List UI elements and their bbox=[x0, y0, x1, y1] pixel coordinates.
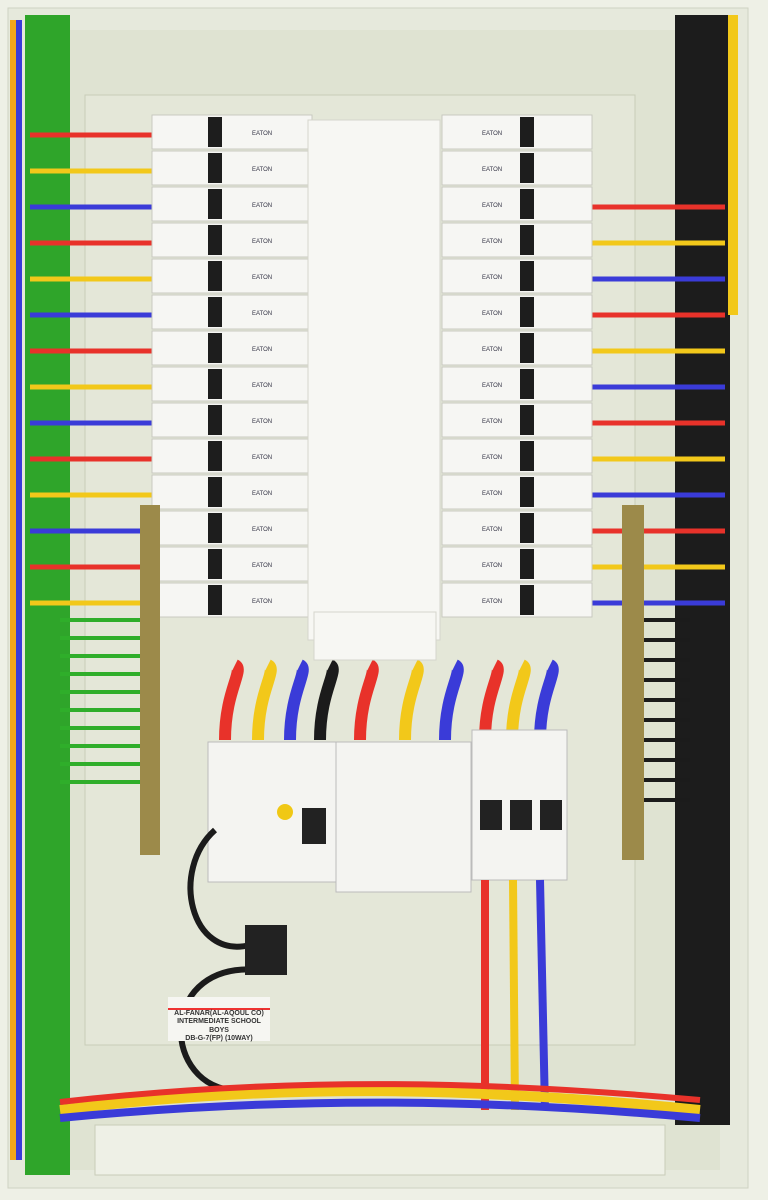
brand-label: EATON bbox=[482, 527, 502, 533]
mcb-breaker: EATON bbox=[151, 402, 313, 438]
panel-label-line3: BOYS bbox=[209, 1026, 229, 1034]
supply-cable bbox=[534, 659, 559, 741]
brand-label: EATON bbox=[252, 527, 272, 533]
left-orange-wire bbox=[10, 20, 20, 1160]
brand-label: EATON bbox=[482, 311, 502, 317]
mcb-breaker: EATON bbox=[151, 258, 313, 294]
right-black-wire-bundle bbox=[675, 15, 730, 1125]
mcb-breaker: EATON bbox=[151, 438, 313, 474]
mcb-breaker: EATON bbox=[151, 114, 313, 150]
brand-label: EATON bbox=[252, 419, 272, 425]
left-blue-wire bbox=[16, 20, 22, 1160]
brand-label: EATON bbox=[252, 239, 272, 245]
mcb-breaker: EATON bbox=[151, 582, 313, 618]
mcb-breaker: EATON bbox=[151, 546, 313, 582]
right-busbar bbox=[622, 505, 644, 860]
supply-cable bbox=[284, 659, 309, 741]
mcb-breaker: EATON bbox=[151, 222, 313, 258]
brand-label: EATON bbox=[252, 131, 272, 137]
panel-label: AL-FANAR(AL-AQOUL CO) INTERMEDIATE SCHOO… bbox=[168, 997, 270, 1042]
brand-label: EATON bbox=[482, 383, 502, 389]
brand-label: EATON bbox=[482, 167, 502, 173]
brand-label: EATON bbox=[252, 167, 272, 173]
panel-label-line2: INTERMEDIATE SCHOOL bbox=[177, 1018, 261, 1025]
brand-label: EATON bbox=[482, 599, 502, 605]
brand-label: EATON bbox=[482, 131, 502, 137]
mcb-breaker: EATON bbox=[151, 366, 313, 402]
mcb-breaker: EATON bbox=[441, 438, 593, 474]
mcb-breaker: EATON bbox=[441, 330, 593, 366]
brand-label: EATON bbox=[252, 275, 272, 281]
bottom-wire-bundle bbox=[59, 1081, 701, 1122]
cable-trunking bbox=[94, 1124, 666, 1176]
supply-cable bbox=[439, 659, 464, 741]
mcb-breaker: EATON bbox=[441, 222, 593, 258]
mcb-breaker: EATON bbox=[441, 474, 593, 510]
brand-label: EATON bbox=[482, 347, 502, 353]
brand-label: EATON bbox=[482, 203, 502, 209]
right-yellow-wire bbox=[728, 15, 738, 315]
mcb-breaker: EATON bbox=[441, 402, 593, 438]
mcb-breaker: EATON bbox=[441, 114, 593, 150]
supply-cable bbox=[354, 659, 379, 741]
supply-cable bbox=[506, 659, 531, 741]
blank-plates bbox=[307, 119, 441, 661]
earth-terminal bbox=[245, 925, 287, 975]
mcb-breaker: EATON bbox=[151, 474, 313, 510]
brand-label: EATON bbox=[252, 347, 272, 353]
rcd bbox=[207, 741, 337, 883]
supply-cable bbox=[219, 659, 244, 741]
mcb-breaker: EATON bbox=[441, 150, 593, 186]
mcb-breaker: EATON bbox=[151, 330, 313, 366]
mcb-breaker: EATON bbox=[151, 186, 313, 222]
brand-label: EATON bbox=[482, 419, 502, 425]
mcb-breaker: EATON bbox=[441, 294, 593, 330]
supply-cable bbox=[314, 659, 339, 741]
brand-label: EATON bbox=[252, 383, 272, 389]
supply-cable bbox=[479, 659, 504, 741]
mcb-breaker: EATON bbox=[441, 582, 593, 618]
brand-label: EATON bbox=[252, 563, 272, 569]
panel-label-line4: DB-G-7(FP) (10WAY) bbox=[185, 1035, 253, 1042]
brand-label: EATON bbox=[252, 455, 272, 461]
mcb-breaker: EATON bbox=[441, 366, 593, 402]
brand-label: EATON bbox=[482, 239, 502, 245]
brand-label: EATON bbox=[482, 455, 502, 461]
panel-label-header bbox=[168, 999, 270, 1010]
brand-label: EATON bbox=[482, 275, 502, 281]
outgoing-cables bbox=[177, 827, 549, 1111]
main-isolator bbox=[335, 741, 472, 893]
mcb-breaker: EATON bbox=[151, 294, 313, 330]
wires bbox=[30, 132, 725, 802]
mcb-breaker: EATON bbox=[441, 546, 593, 582]
mcb-breaker: EATON bbox=[151, 510, 313, 546]
left-green-wire-bundle bbox=[25, 15, 70, 1175]
brand-label: EATON bbox=[482, 563, 502, 569]
mcb-breaker: EATON bbox=[151, 150, 313, 186]
panel-label-line1: AL-FANAR(AL-AQOUL CO) bbox=[174, 1009, 264, 1017]
brand-label: EATON bbox=[252, 311, 272, 317]
mcb-breaker: EATON bbox=[441, 258, 593, 294]
three-pole-mcb bbox=[471, 729, 568, 881]
brand-label: EATON bbox=[252, 491, 272, 497]
brand-label: EATON bbox=[482, 491, 502, 497]
left-busbar bbox=[140, 505, 160, 855]
mcb-breaker: EATON bbox=[441, 186, 593, 222]
mcb-breaker: EATON bbox=[441, 510, 593, 546]
supply-cable bbox=[399, 659, 424, 741]
supply-cable bbox=[252, 659, 277, 741]
brand-label: EATON bbox=[252, 203, 272, 209]
brand-label: EATON bbox=[252, 599, 272, 605]
